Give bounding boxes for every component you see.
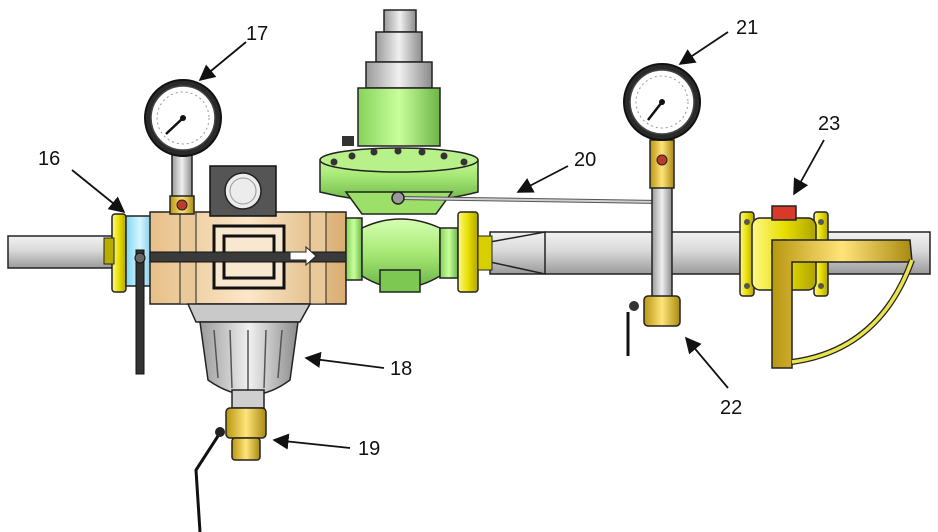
callout-18: 18 [390, 358, 412, 380]
regulator-valve-body [345, 217, 459, 293]
filter-bowl [186, 303, 312, 409]
inlet-pipe [7, 235, 121, 269]
callout-20: 20 [574, 149, 596, 171]
ball-valve-lever [771, 239, 915, 369]
callout-17: 17 [246, 23, 268, 45]
outlet-pressure-gauge [623, 63, 701, 141]
callout-21: 21 [736, 17, 758, 39]
flow-arrow-icon [289, 245, 317, 267]
outlet-flange [457, 211, 493, 293]
filter-body [149, 211, 351, 305]
inlet-pressure-gauge [144, 79, 222, 215]
drain-valve [194, 407, 267, 532]
inlet-ball-valve-handle [134, 249, 146, 375]
inlet-flange [103, 213, 127, 293]
regulator-spring-housing [342, 87, 441, 147]
filter-differential-indicator [209, 165, 277, 217]
callout-23: 23 [818, 113, 840, 135]
regulator-pilot-cap [365, 9, 433, 98]
vent-valve [626, 295, 681, 356]
pressure-gauge-icon [144, 79, 222, 157]
outlet-tee [649, 139, 675, 317]
callout-19: 19 [358, 438, 380, 460]
pressure-gauge-icon [623, 63, 701, 141]
callout-arrows [71, 31, 825, 450]
callout-16: 16 [38, 148, 60, 170]
callout-22: 22 [720, 397, 742, 419]
